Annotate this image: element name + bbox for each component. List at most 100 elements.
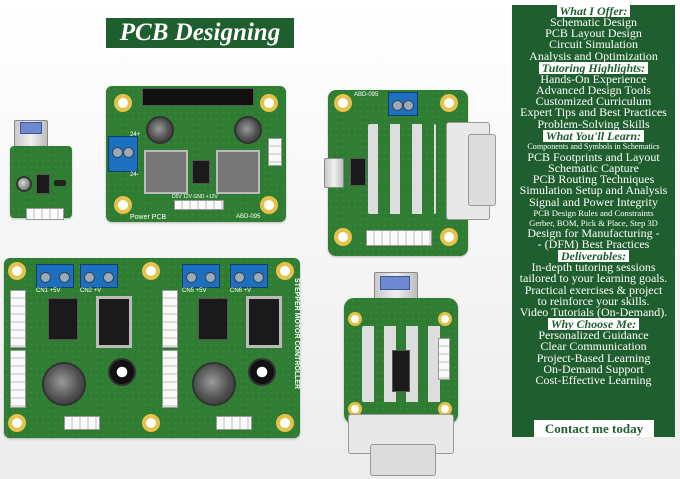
stepper-board-label: STEPPER MOTOR CONTROLLER bbox=[293, 278, 300, 390]
power-board-code: ABD-095 bbox=[236, 214, 261, 220]
learn-item: Gerber, BOM, Pick & Place, Step 3D bbox=[529, 217, 658, 228]
db9-shell bbox=[370, 444, 436, 476]
offer-item: Analysis and Optimization bbox=[529, 48, 658, 63]
jumper bbox=[54, 180, 66, 186]
cn1-label: CN1 +5V bbox=[36, 288, 61, 294]
why-item: Project-Based Learning bbox=[536, 350, 651, 365]
driver-ic bbox=[45, 298, 81, 340]
power-pcb-board: 24+ 24- D5V 12V GND +12V Power PCB ABD-0… bbox=[106, 86, 286, 222]
why-item: Personalized Guidance bbox=[538, 328, 649, 343]
deliverables-item: to reinforce your skills. bbox=[537, 293, 650, 308]
screw-terminal bbox=[80, 264, 118, 288]
mosfet-ic bbox=[246, 296, 282, 348]
screw-terminal bbox=[388, 92, 418, 116]
capacitor bbox=[16, 176, 32, 192]
mounting-hole bbox=[348, 312, 362, 326]
learn-item: PCB Design Rules and Constraints bbox=[533, 207, 654, 218]
dsub-pcb-board: ABD-095 bbox=[324, 88, 498, 258]
output-header bbox=[174, 200, 224, 210]
capacitor bbox=[248, 358, 276, 386]
mounting-hole bbox=[276, 262, 294, 280]
pin-header bbox=[162, 290, 178, 348]
electrolytic-capacitor bbox=[234, 116, 262, 144]
mounting-hole bbox=[276, 414, 294, 432]
learn-item: Schematic Capture bbox=[548, 161, 639, 176]
dsub-board-code: ABD-095 bbox=[354, 92, 379, 98]
tutoring-item: Customized Curriculum bbox=[535, 94, 652, 109]
mounting-hole bbox=[114, 94, 132, 112]
deliverables-item: Practical exercises & project bbox=[524, 282, 663, 297]
deliverables-heading: Deliverables: bbox=[557, 250, 630, 263]
tutoring-item: Problem-Solving Skills bbox=[537, 116, 650, 131]
db9-shell bbox=[468, 134, 496, 206]
screw-terminal bbox=[36, 264, 74, 288]
power-input-terminal bbox=[108, 136, 138, 172]
learn-heading: What You'll Learn: bbox=[542, 129, 645, 142]
ic-chip bbox=[36, 174, 50, 194]
tutoring-item: Hands-On Experience bbox=[540, 71, 647, 86]
smd-component-grid bbox=[368, 124, 436, 214]
deliverables-item: In-depth tutoring sessions bbox=[531, 260, 656, 275]
mounting-hole bbox=[334, 94, 352, 112]
pin-header bbox=[10, 350, 26, 408]
pin-header bbox=[268, 138, 282, 166]
mounting-hole bbox=[260, 94, 278, 112]
offer-heading: What I Offer: bbox=[556, 5, 631, 17]
deliverables-item: tailored to your learning goals. bbox=[519, 271, 668, 286]
why-heading: Why Choose Me: bbox=[547, 318, 640, 331]
usb-dsub-board bbox=[340, 268, 464, 478]
interface-ic bbox=[350, 158, 366, 186]
power-pins-label: D5V 12V GND +12V bbox=[172, 194, 218, 200]
mounting-hole bbox=[440, 228, 458, 246]
learn-item: Signal and Power Integrity bbox=[529, 194, 658, 209]
learn-item: PCB Footprints and Layout bbox=[527, 149, 660, 164]
usb-connector-insert bbox=[20, 122, 42, 134]
cn2-label: CN2 +V bbox=[80, 288, 102, 294]
offer-item: Schematic Design bbox=[550, 15, 637, 29]
mounting-hole bbox=[8, 262, 26, 280]
info-panel: What I Offer: Schematic Design PCB Layou… bbox=[512, 5, 675, 437]
pin-header bbox=[162, 350, 178, 408]
power-vin-label: 24+ bbox=[130, 132, 141, 138]
deliverables-item: Video Tutorials (On-Demand). bbox=[519, 305, 668, 320]
learn-item: Components and Symbols in Schematics bbox=[527, 141, 660, 151]
pin-header bbox=[366, 230, 432, 246]
power-gnd-label: 24- bbox=[130, 172, 139, 178]
regulator-ic bbox=[192, 160, 210, 184]
why-item: On-Demand Support bbox=[543, 361, 644, 376]
page-title: PCB Designing bbox=[106, 18, 294, 48]
learn-item: - (DFM) Best Practices bbox=[537, 237, 650, 252]
mounting-hole bbox=[142, 414, 160, 432]
offer-item: PCB Layout Design bbox=[545, 26, 642, 41]
pin-header bbox=[10, 290, 26, 348]
learn-item: Simulation Setup and Analysis bbox=[519, 183, 668, 198]
pin-header bbox=[438, 338, 450, 380]
mounting-hole bbox=[334, 228, 352, 246]
tutoring-heading: Tutoring Highlights: bbox=[538, 61, 649, 74]
usb-dsub-pcb bbox=[344, 298, 458, 424]
tutoring-item: Advanced Design Tools bbox=[536, 83, 651, 98]
interface-ic bbox=[392, 350, 410, 392]
mounting-hole bbox=[114, 196, 132, 214]
micro-usb-connector bbox=[324, 158, 344, 188]
pin-header bbox=[26, 208, 64, 220]
electrolytic-capacitor bbox=[192, 362, 236, 406]
mounting-hole bbox=[142, 262, 160, 280]
mosfet-ic bbox=[96, 296, 132, 348]
pin-header bbox=[64, 416, 100, 430]
why-item: Clear Communication bbox=[540, 339, 647, 354]
mounting-hole bbox=[260, 196, 278, 214]
power-pcb-label: Power PCB bbox=[130, 214, 167, 221]
why-item: Cost-Effective Learning bbox=[535, 373, 652, 388]
heatsink-bar bbox=[142, 88, 254, 106]
usb-pcb-board bbox=[8, 118, 72, 228]
capacitor bbox=[108, 358, 136, 386]
electrolytic-capacitor bbox=[42, 362, 86, 406]
inductor bbox=[144, 150, 188, 194]
mounting-hole bbox=[8, 414, 26, 432]
learn-item: Design for Manufacturing - bbox=[527, 225, 660, 240]
screw-terminal bbox=[230, 264, 268, 288]
driver-ic bbox=[195, 298, 231, 340]
stepper-controller-board: CN1 +5V CN2 +V CN5 +5V CN6 +V STEPPER MO… bbox=[4, 258, 300, 438]
contact-button[interactable]: Contact me today bbox=[534, 420, 654, 437]
